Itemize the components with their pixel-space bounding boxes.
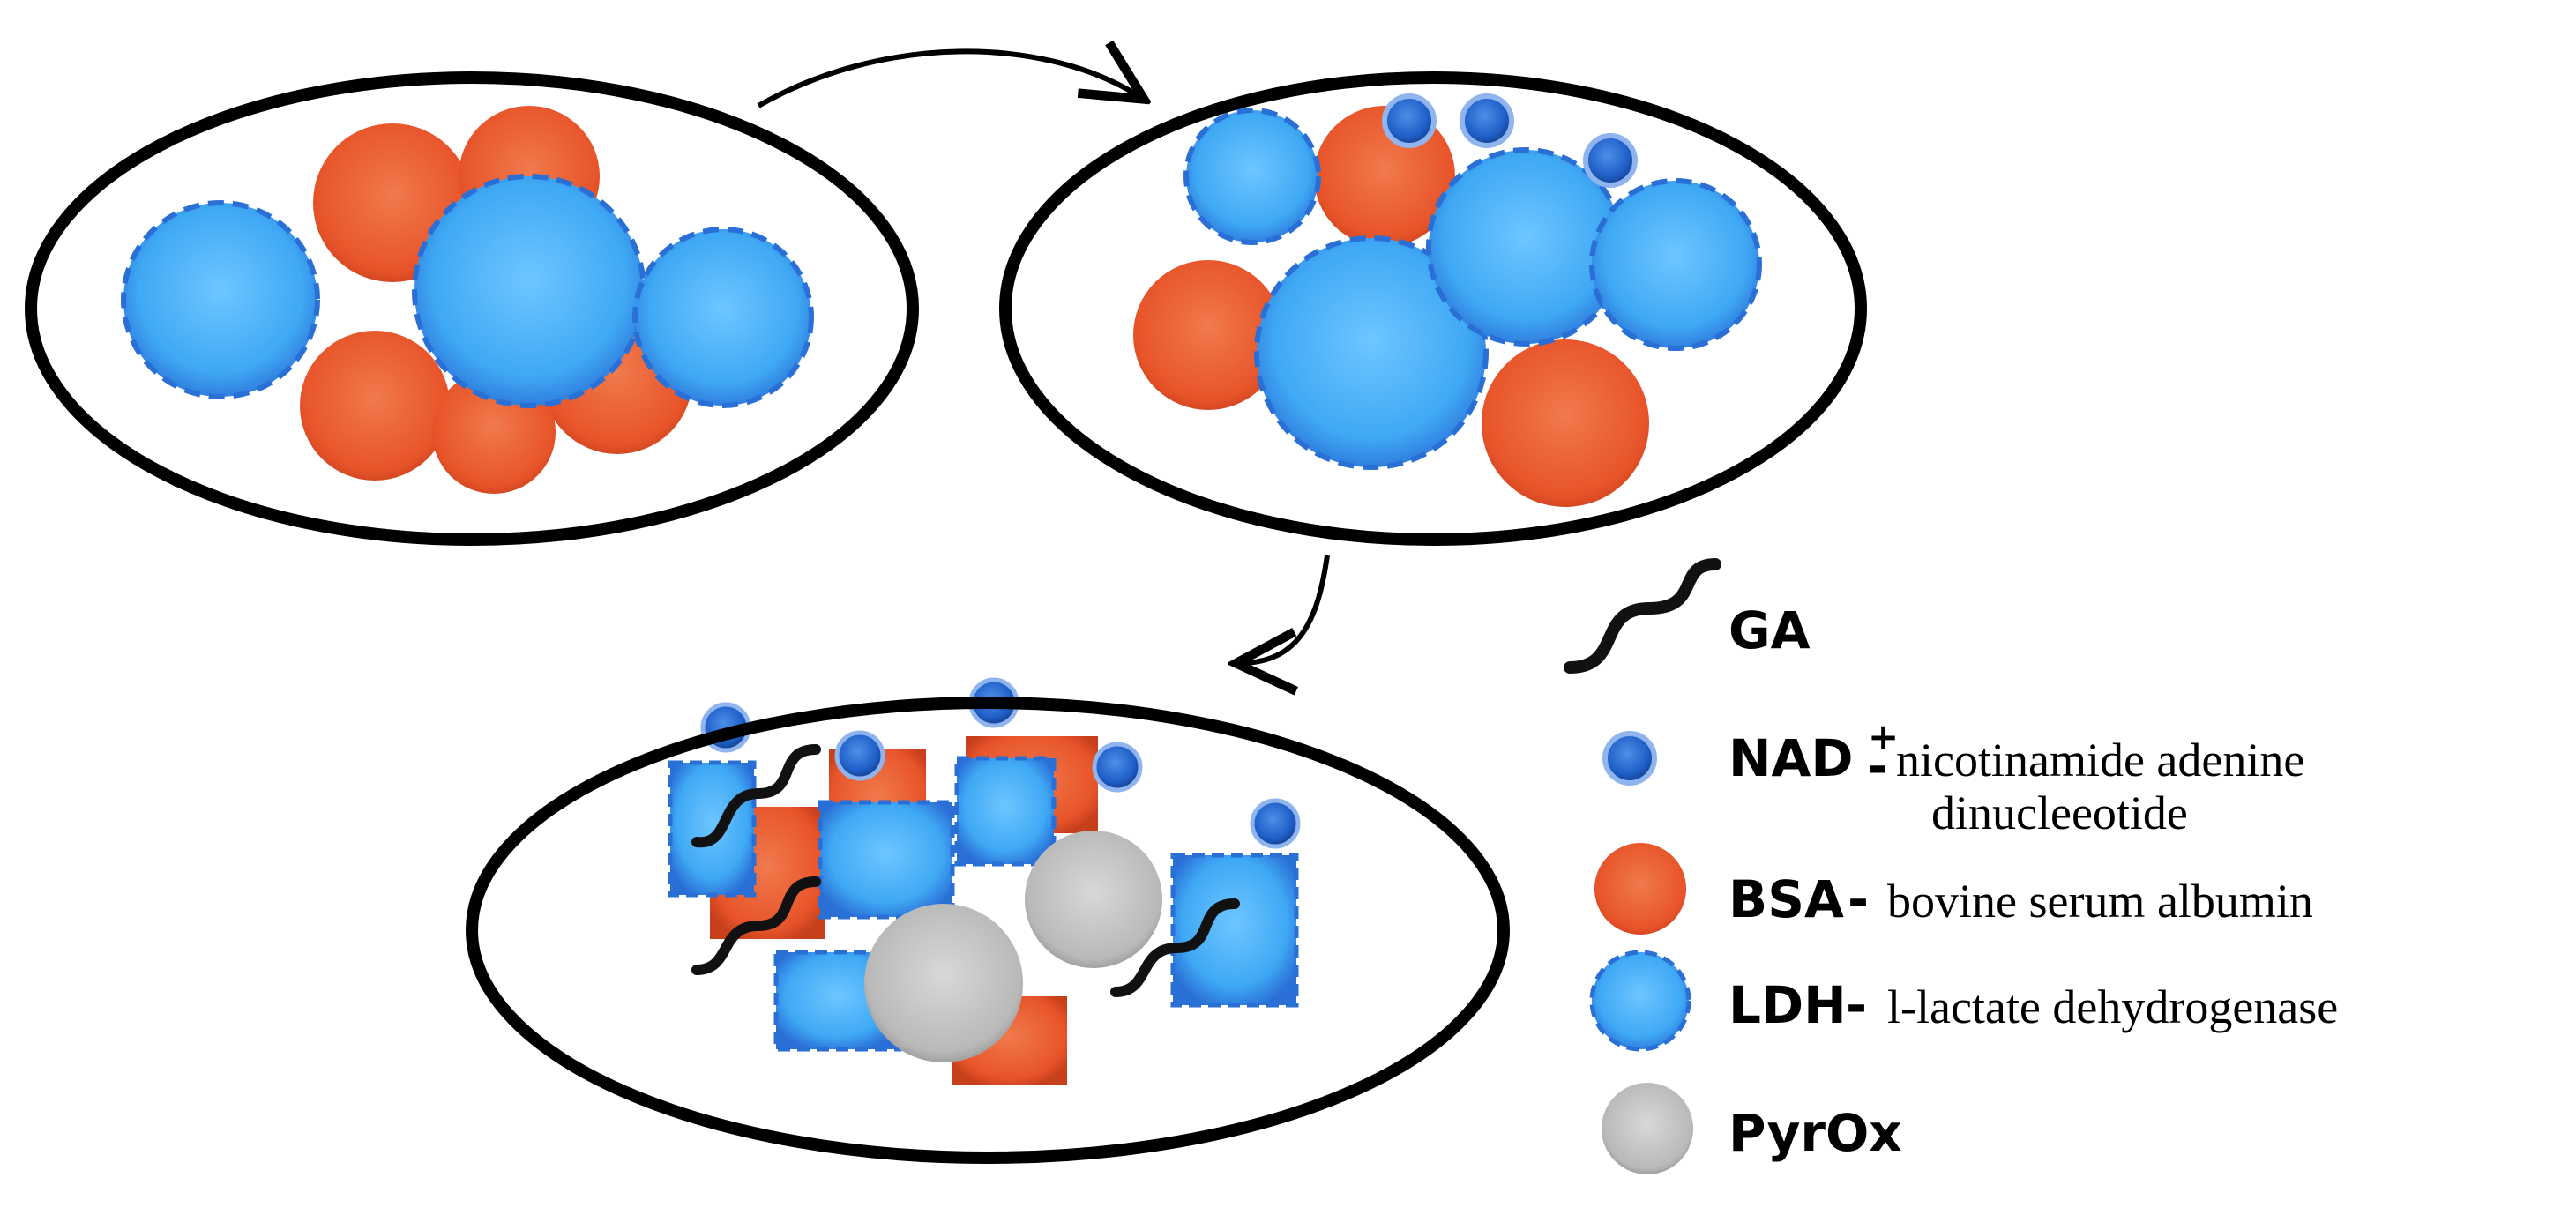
- legend-bsa-dash: -: [1848, 869, 1869, 929]
- legend-bsa-label: BSA: [1729, 869, 1844, 929]
- panel-outline: [25, 71, 919, 546]
- legend-item-ga: GA: [1564, 558, 1811, 674]
- panel-crosslinked: [466, 677, 1510, 1164]
- panel-ldh-bsa-nad: [999, 71, 1867, 546]
- legend-nad-superscript: +: [1868, 715, 1899, 758]
- legend-bsa-desc: bovine serum albumin: [1887, 875, 2313, 928]
- panel-outline: [999, 71, 1867, 546]
- ldh-icon: [1589, 950, 1691, 1052]
- nad-cluster: [1382, 93, 1638, 188]
- ldh-cluster: [1183, 108, 1762, 470]
- ldh-cluster: [668, 756, 1299, 1052]
- legend-ldh-dash: -: [1846, 975, 1867, 1035]
- bsa-icon: [1594, 843, 1686, 935]
- pyrox-cluster: [864, 831, 1162, 1062]
- panel-outline: [466, 697, 1510, 1164]
- legend-ga-label: GA: [1729, 600, 1811, 660]
- legend: GA NAD + - nicotinamide adenine dinuclee…: [1564, 558, 2338, 1174]
- legend-nad-desc-line1: nicotinamide adenine: [1896, 734, 2304, 786]
- ldh-cluster: [121, 174, 814, 408]
- panel-ldh-bsa: [25, 71, 919, 546]
- legend-item-nad: NAD + - nicotinamide adenine dinucleeoti…: [1602, 715, 2304, 839]
- legend-nad-label: NAD: [1729, 728, 1854, 788]
- legend-item-bsa: BSA - bovine serum albumin: [1594, 843, 2313, 935]
- ga-linkers: [691, 744, 1240, 997]
- bsa-cluster: [1133, 106, 1649, 507]
- legend-item-pyrox: PyrOx: [1602, 1083, 1902, 1174]
- ga-icon: [1564, 558, 1721, 674]
- arrow-to-panel-3: [1243, 555, 1330, 663]
- pyrox-icon: [1602, 1083, 1693, 1174]
- legend-ldh-label: LDH: [1729, 975, 1847, 1035]
- legend-nad-dash: -: [1867, 736, 1888, 796]
- legend-nad-desc-line2: dinucleeotide: [1931, 786, 2188, 839]
- legend-item-ldh: LDH - l-lactate dehydrogenase: [1589, 950, 2338, 1052]
- legend-ldh-desc: l-lactate dehydrogenase: [1887, 980, 2338, 1033]
- legend-pyrox-label: PyrOx: [1729, 1103, 1902, 1163]
- nad-icon: [1602, 731, 1657, 786]
- arrow-to-panel-2: [757, 51, 1138, 108]
